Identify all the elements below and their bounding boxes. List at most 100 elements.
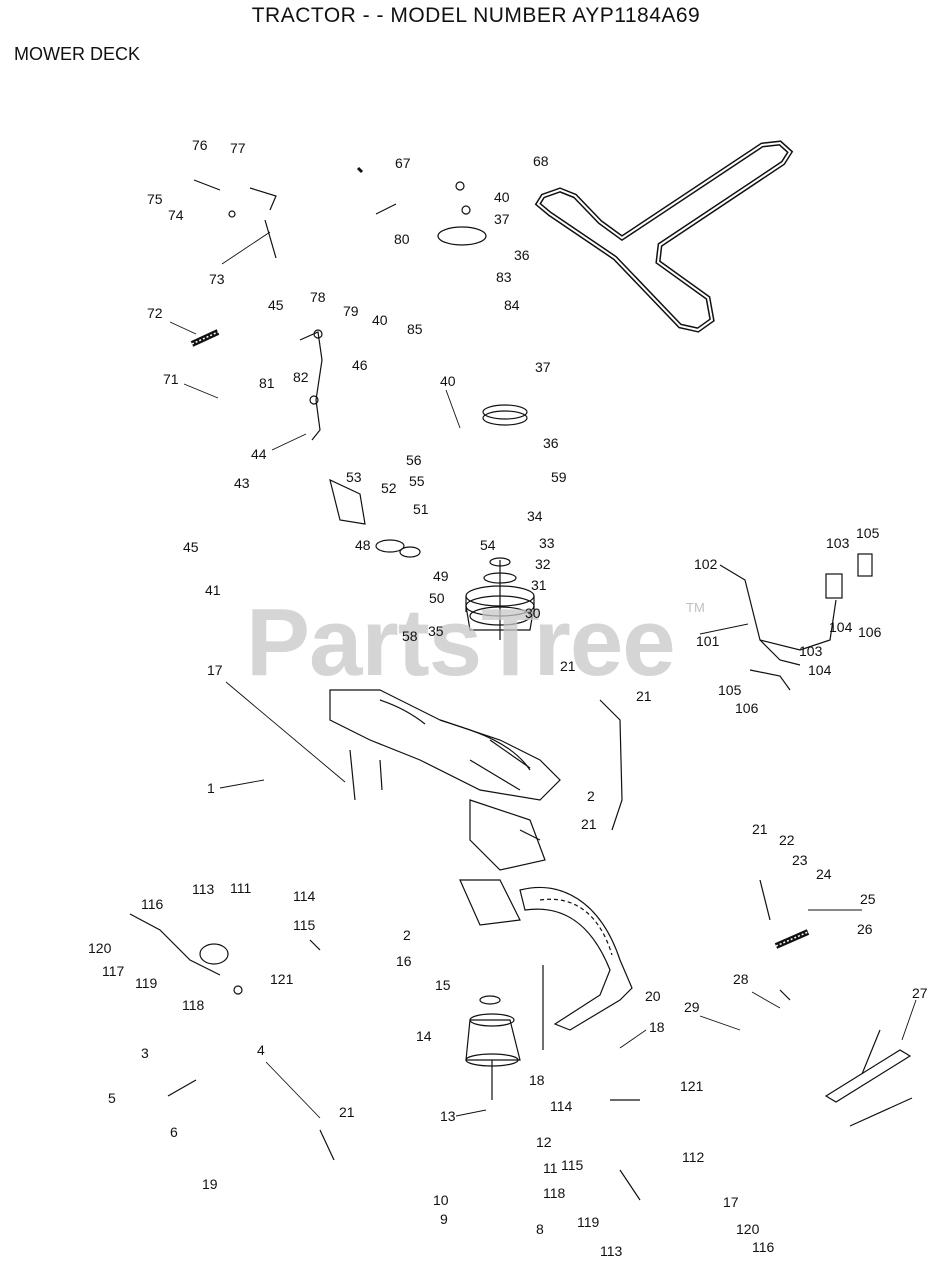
- callout-label: 74: [168, 207, 184, 223]
- callout-label: 119: [577, 1214, 600, 1230]
- callout-label: 37: [494, 211, 510, 227]
- callout-label: 16: [396, 953, 412, 969]
- callout-label: 77: [230, 140, 246, 156]
- callout-label: 32: [535, 556, 551, 572]
- callout-label: 17: [723, 1194, 739, 1210]
- callout-label: 119: [135, 975, 158, 991]
- callout-label: 59: [551, 469, 567, 485]
- callout-label: 40: [494, 189, 510, 205]
- callout-label: 45: [183, 539, 199, 555]
- callout-label: 37: [535, 359, 551, 375]
- callout-label: 120: [88, 940, 112, 956]
- callout-label: 103: [826, 535, 850, 551]
- callout-label: 106: [858, 624, 882, 640]
- callout-label: 105: [856, 525, 880, 541]
- callout-label: 118: [543, 1185, 566, 1201]
- callout-label: 14: [416, 1028, 432, 1044]
- callout-label: 85: [407, 321, 423, 337]
- callout-label: 21: [752, 821, 768, 837]
- callout-label: 83: [496, 269, 512, 285]
- callout-label: 21: [339, 1104, 355, 1120]
- callout-label: 112: [682, 1149, 705, 1165]
- callout-label: 15: [435, 977, 451, 993]
- callout-label: 115: [561, 1157, 584, 1173]
- callout-label: 81: [259, 375, 275, 391]
- center-pulley-assembly: [465, 404, 535, 640]
- callout-label: 36: [543, 435, 559, 451]
- callout-label: 22: [779, 832, 795, 848]
- callout-label: 30: [525, 605, 541, 621]
- callout-label: 68: [533, 153, 549, 169]
- callout-label: 114: [293, 888, 316, 904]
- hardware-bits: [129, 166, 791, 1201]
- callout-label: 31: [531, 577, 547, 593]
- callout-label: 25: [860, 891, 876, 907]
- callout-label: 48: [355, 537, 371, 553]
- watermark-logo: PartsTree: [246, 589, 676, 696]
- callout-label: 21: [581, 816, 597, 832]
- callout-label: 73: [209, 271, 225, 287]
- callout-label: 53: [346, 469, 362, 485]
- callout-label: 34: [527, 508, 543, 524]
- callout-label: 17: [207, 662, 223, 678]
- callout-label: 116: [141, 896, 164, 912]
- callout-label: 20: [645, 988, 661, 1004]
- callout-label: 6: [170, 1124, 178, 1140]
- callout-label: 2: [403, 927, 411, 943]
- callout-label: 116: [752, 1239, 775, 1255]
- mower-blade: [824, 1029, 913, 1127]
- callout-label: 46: [352, 357, 368, 373]
- callout-label: 50: [429, 590, 445, 606]
- idler-arm: [299, 329, 421, 558]
- callout-label: 84: [504, 297, 520, 313]
- callout-label: 9: [440, 1211, 448, 1227]
- callout-label: 106: [735, 700, 759, 716]
- callout-label: 35: [428, 623, 444, 639]
- callout-label: 56: [406, 452, 422, 468]
- callout-label: 103: [799, 643, 823, 659]
- callout-label: 45: [268, 297, 284, 313]
- callout-label: 41: [205, 582, 221, 598]
- right-bracket: [719, 553, 873, 691]
- callout-label: 71: [163, 371, 179, 387]
- callout-label: 104: [829, 619, 853, 635]
- callout-label: 21: [636, 688, 652, 704]
- callout-label: 40: [372, 312, 388, 328]
- callout-label: 111: [230, 880, 252, 896]
- callout-label: 24: [816, 866, 832, 882]
- callout-label: 79: [343, 303, 359, 319]
- callout-label: 114: [550, 1098, 573, 1114]
- callout-label: 113: [600, 1243, 623, 1259]
- callout-label: 76: [192, 137, 208, 153]
- callout-label: 13: [440, 1108, 456, 1124]
- callout-label: 55: [409, 473, 425, 489]
- callout-label: 67: [395, 155, 411, 171]
- callout-label: 27: [912, 985, 928, 1001]
- callout-label: 117: [102, 963, 125, 979]
- callout-label: 12: [536, 1134, 552, 1150]
- extension-spring: [774, 929, 810, 949]
- callout-label: 21: [560, 658, 576, 674]
- callout-label: 18: [529, 1072, 545, 1088]
- callout-label: 11: [543, 1160, 558, 1176]
- callout-label: 105: [718, 682, 742, 698]
- callout-label: 49: [433, 568, 449, 584]
- callout-label: 4: [257, 1042, 265, 1058]
- callout-label: 54: [480, 537, 496, 553]
- callout-label: 75: [147, 191, 163, 207]
- callout-label: 102: [694, 556, 718, 572]
- drive-belt: [534, 140, 794, 333]
- callout-label: 115: [293, 917, 316, 933]
- small-spring: [190, 329, 220, 347]
- callout-label: 33: [539, 535, 555, 551]
- callout-label: 2: [587, 788, 595, 804]
- lower-spindle: [465, 995, 521, 1100]
- callout-label: 43: [234, 475, 250, 491]
- callout-label: 18: [649, 1019, 665, 1035]
- callout-label: 52: [381, 480, 397, 496]
- callout-label: 78: [310, 289, 326, 305]
- page-title: TRACTOR - - MODEL NUMBER AYP1184A69: [251, 4, 701, 27]
- section-title: MOWER DECK: [14, 44, 140, 64]
- callout-label: 29: [684, 999, 700, 1015]
